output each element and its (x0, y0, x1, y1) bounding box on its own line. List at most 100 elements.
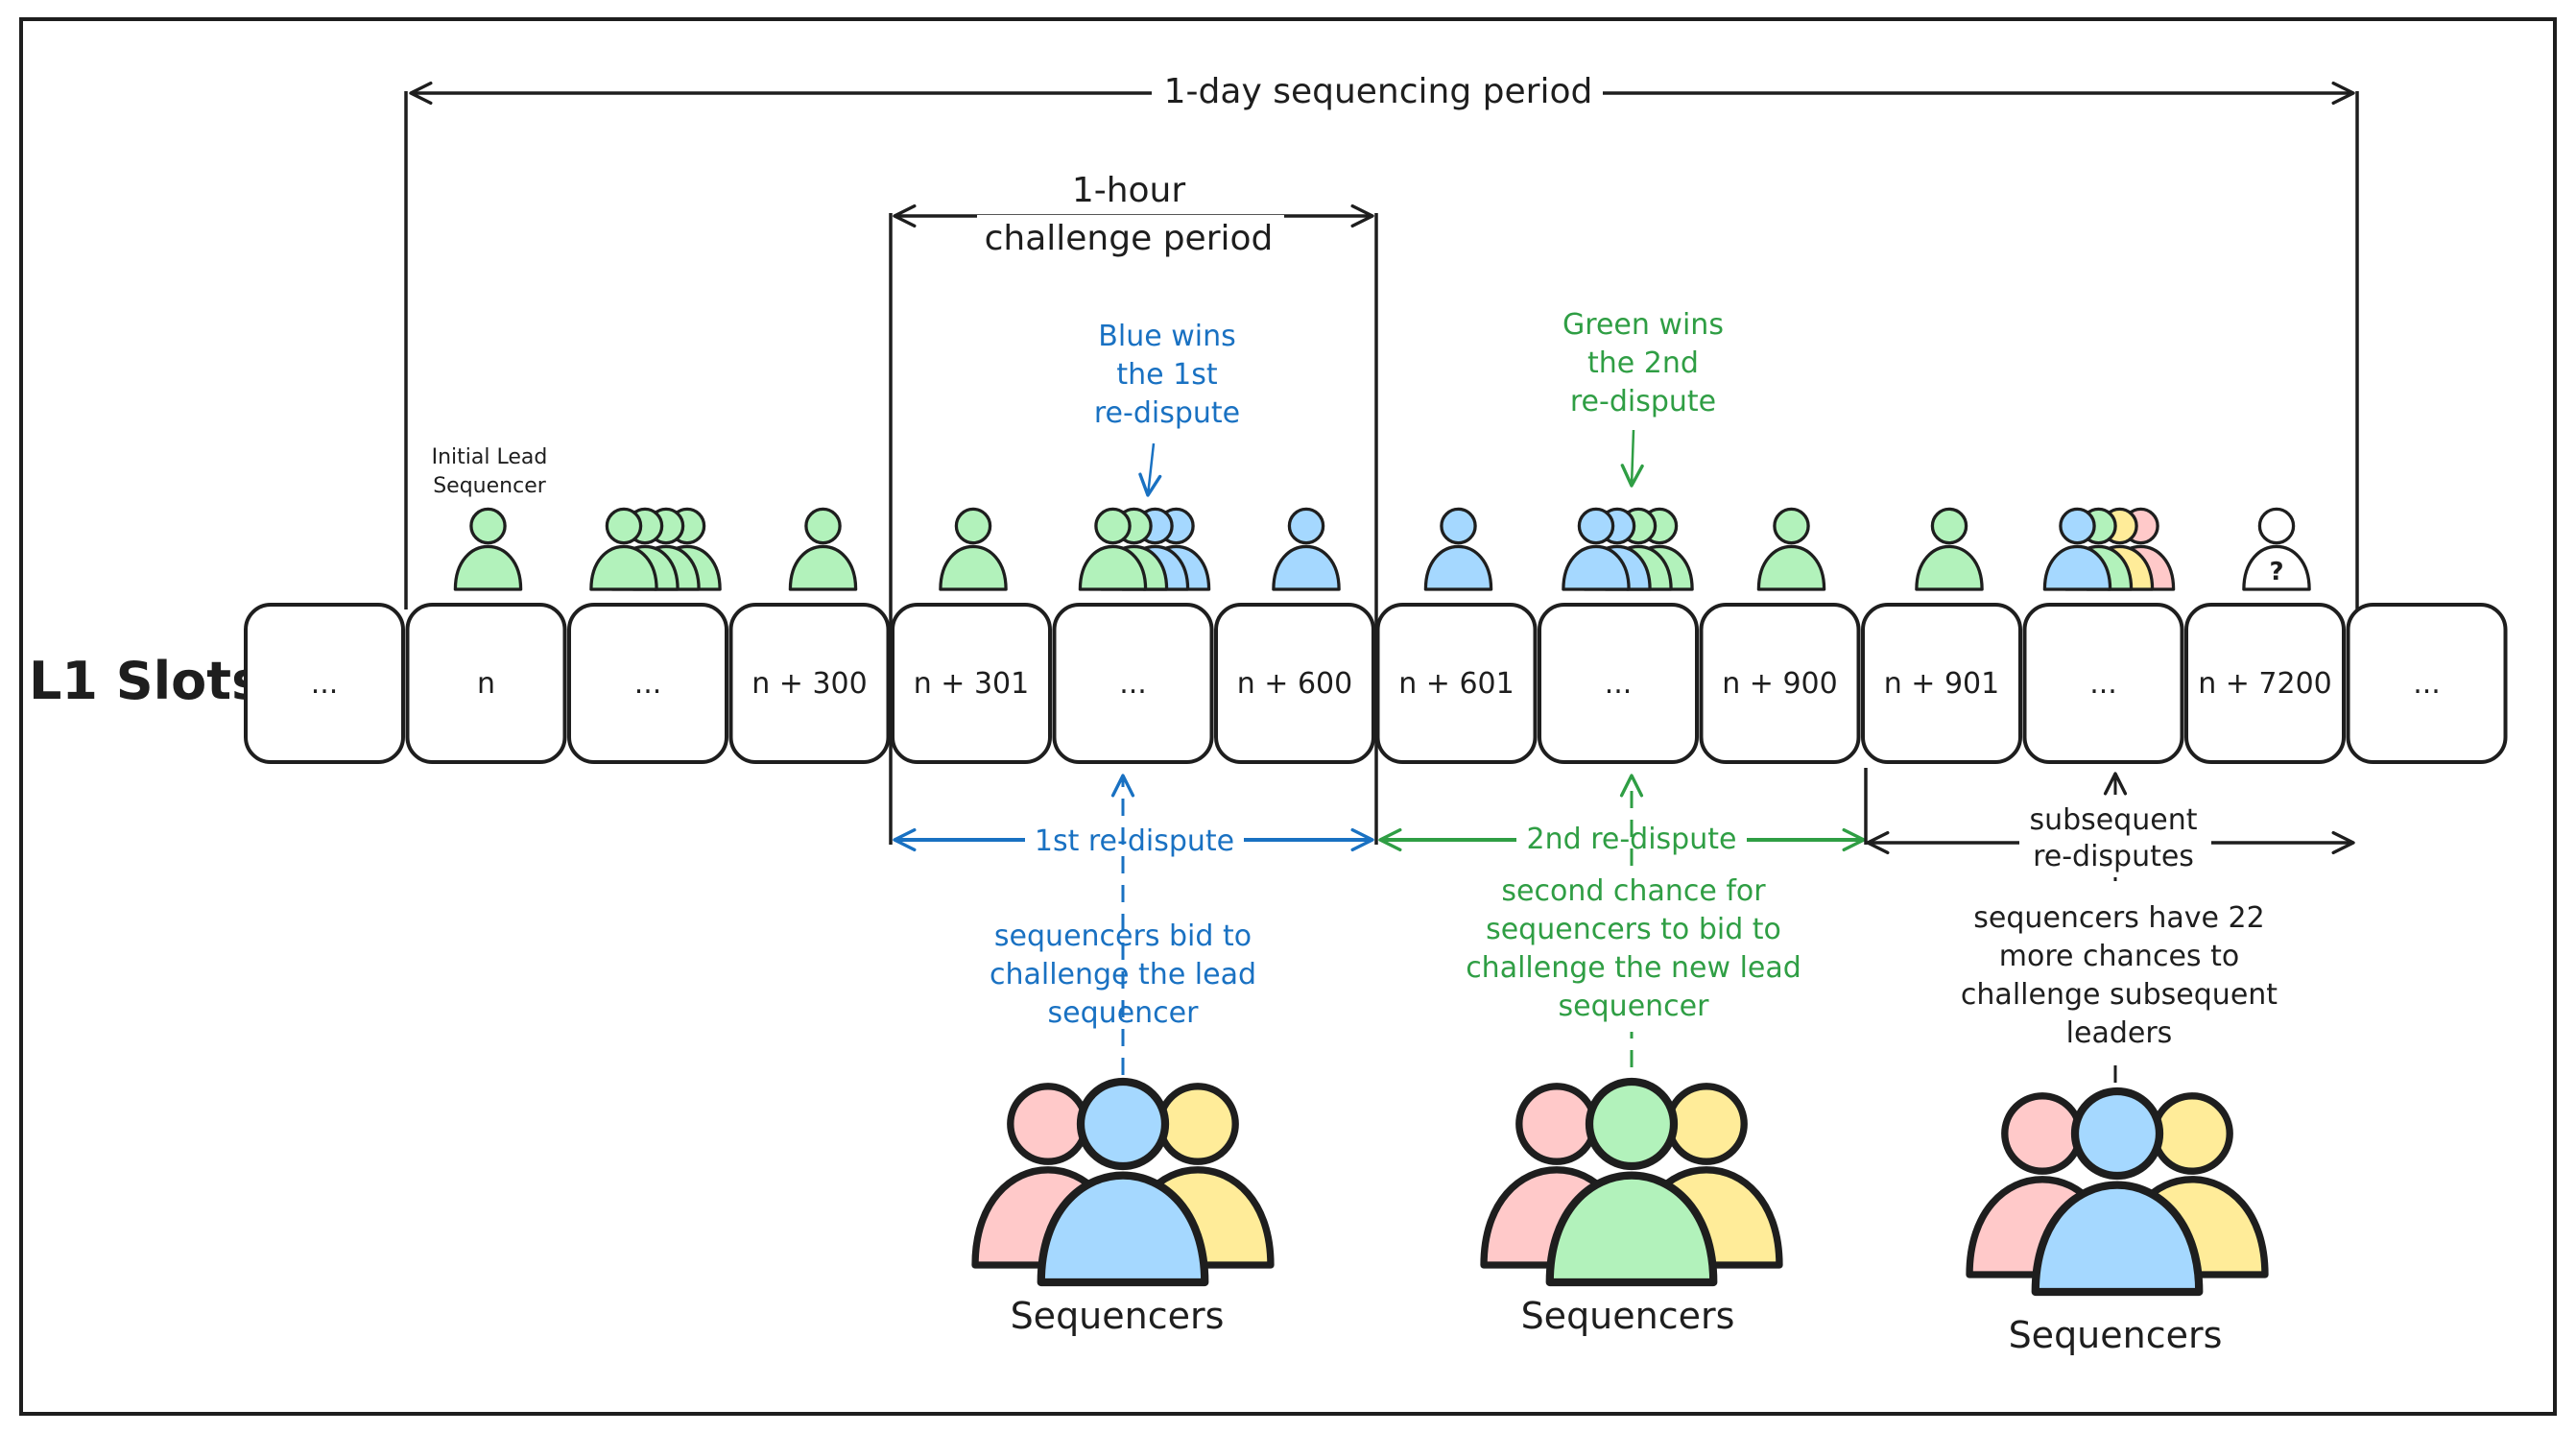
slot-8: ... (1538, 603, 1699, 764)
hour-period-bracket: 1-hour challenge period (889, 171, 1378, 845)
slot-winners-row: ? (453, 507, 2311, 591)
slot-11: ... (2022, 603, 2184, 764)
lead-icon-n301 (939, 507, 1008, 591)
slot-label: ... (311, 667, 339, 701)
slot-7: n + 601 (1375, 603, 1538, 764)
slot-box (2346, 603, 2508, 764)
dispute-1-label: 1st re-dispute (1035, 824, 1234, 858)
slot-label: ... (1119, 667, 1147, 701)
group-2-center (1545, 1077, 1718, 1287)
slot-10: n + 901 (1861, 603, 2022, 764)
note-3-line-1: sequencers have 22 (1973, 901, 2264, 935)
slot-box (1861, 603, 2022, 764)
blue-wins-line-1: Blue wins (1098, 320, 1235, 353)
group-label-3: Sequencers (2009, 1314, 2223, 1356)
slot-label: n + 601 (1398, 667, 1514, 701)
slot-box (2022, 603, 2184, 764)
slot-box (1214, 603, 1375, 764)
slot-5: ... (1052, 603, 1214, 764)
note-1-line-3: sequencer (1048, 996, 1200, 1030)
note-1-line-1: sequencers bid to (994, 920, 1252, 953)
note-3-line-3: challenge subsequent (1961, 978, 2278, 1012)
slot-13: ... (2346, 603, 2508, 764)
slot-label: n + 300 (751, 667, 867, 701)
day-period-label: 1-day sequencing period (1164, 72, 1593, 111)
note-3-line-2: more chances to (1999, 940, 2239, 973)
group-label-2: Sequencers (1521, 1295, 1735, 1337)
slot-box (1538, 603, 1699, 764)
slot-box (2184, 603, 2346, 764)
initial-lead-icon (453, 507, 523, 591)
slot-box (891, 603, 1052, 764)
lead-icon-n900 (1756, 507, 1826, 591)
initial-lead-label-1: Initial Lead (432, 445, 548, 469)
slot-label: ... (2413, 667, 2441, 701)
group-2 (1480, 1077, 1783, 1287)
blue-wins-line-3: re-dispute (1094, 396, 1240, 430)
dispute-1: 1st re-dispute sequencers bid to challen… (893, 774, 1374, 1075)
slot-box (728, 603, 891, 764)
lead-icon-n300 (788, 507, 858, 591)
cluster-slot-11-member (2042, 507, 2112, 591)
slot-9: n + 900 (1699, 603, 1861, 764)
note-3-line-4: leaders (2066, 1016, 2173, 1050)
cluster-slot-8-member (1562, 507, 1631, 591)
unknown-mark: ? (2269, 558, 2283, 586)
dispute-3-label-2: re-disputes (2033, 840, 2194, 873)
group-1 (971, 1077, 1275, 1287)
dispute-subsequent: subsequent re-disputes sequencers have 2… (1864, 768, 2355, 1083)
green-wins-line-2: the 2nd (1587, 346, 1699, 380)
hour-period-label-2: challenge period (985, 219, 1274, 258)
cluster-slot-5 (1078, 507, 1211, 591)
lead-icon-n601 (1423, 507, 1493, 591)
outer-frame (19, 17, 2557, 1416)
group-3 (1966, 1087, 2269, 1297)
note-2-line-3: challenge the new lead (1466, 951, 1801, 985)
note-2-line-1: second chance for (1501, 874, 1766, 908)
note-2-line-2: sequencers to bid to (1486, 913, 1781, 946)
slot-1: n (405, 603, 567, 764)
blue-wins-line-2: the 1st (1116, 358, 1217, 392)
cluster-slot-5-member (1078, 507, 1148, 591)
slot-label: ... (1605, 667, 1633, 701)
cluster-slot-2-member (589, 507, 658, 591)
slot-label: n + 301 (914, 667, 1029, 701)
dispute-2: 2nd re-dispute second chance for sequenc… (1378, 774, 1866, 1067)
cluster-slot-8 (1562, 507, 1694, 591)
slot-4: n + 301 (891, 603, 1052, 764)
slot-label: n (477, 667, 495, 701)
slot-label: n + 7200 (2198, 667, 2332, 701)
hour-period-label-1: 1-hour (1072, 171, 1186, 210)
green-wins-line-1: Green wins (1562, 308, 1724, 342)
green-wins-line-3: re-dispute (1570, 385, 1716, 418)
slot-label: n + 901 (1884, 667, 1999, 701)
slot-label: n + 600 (1237, 667, 1352, 701)
slot-box (1052, 603, 1214, 764)
slot-2: ... (567, 603, 728, 764)
dispute-3-label-1: subsequent (2029, 803, 2197, 837)
cluster-slot-11 (2042, 507, 2176, 591)
note-2-line-4: sequencer (1559, 990, 1710, 1023)
initial-lead-label-2: Sequencer (433, 474, 547, 498)
slot-label: ... (634, 667, 662, 701)
slot-0: ... (244, 603, 405, 764)
group-label-1: Sequencers (1011, 1295, 1225, 1337)
slots-row: ... n... n + 300 n + 301... n + 600 n + 601..… (244, 603, 2508, 764)
slot-box (244, 603, 405, 764)
slot-box (405, 603, 567, 764)
lead-icon-n600 (1272, 507, 1341, 591)
slot-box (567, 603, 728, 764)
slot-3: n + 300 (728, 603, 891, 764)
lead-icon-n901 (1915, 507, 1984, 591)
group-3-center (2031, 1087, 2204, 1297)
cluster-slot-2 (589, 507, 722, 591)
slot-12: n + 7200 (2184, 603, 2346, 764)
slot-label: n + 900 (1722, 667, 1837, 701)
day-period-bracket: 1-day sequencing period (404, 72, 2359, 609)
slot-label: ... (2089, 667, 2117, 701)
blue-wins-annotation: Blue wins the 1st re-dispute (1094, 320, 1240, 497)
sequencer-groups (971, 1077, 2269, 1297)
note-1-line-2: challenge the lead (990, 958, 1256, 991)
green-wins-annotation: Green wins the 2nd re-dispute (1562, 308, 1724, 488)
